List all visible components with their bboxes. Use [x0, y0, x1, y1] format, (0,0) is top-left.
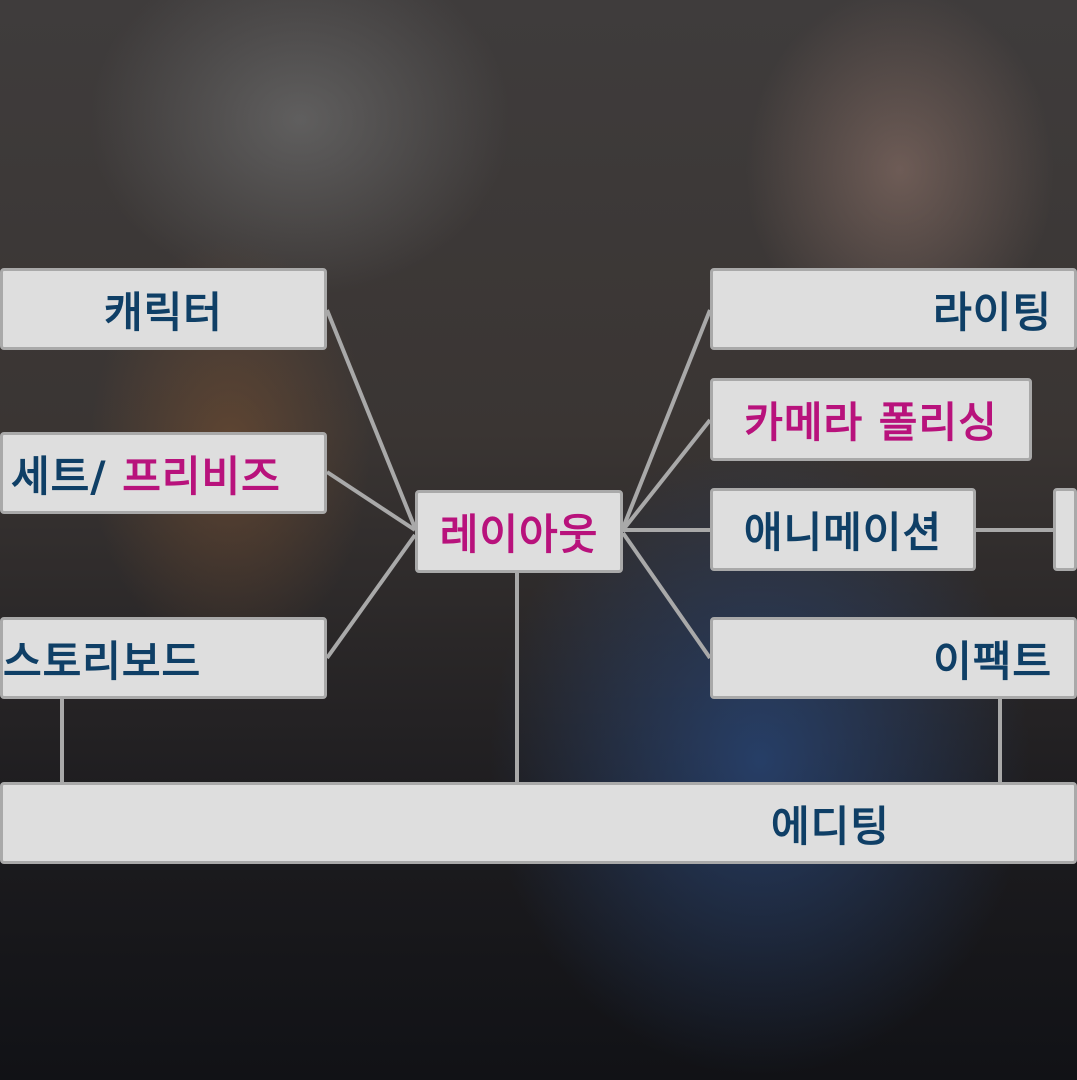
connector-layout-effects — [621, 531, 712, 660]
node-storyboard: 스토리보드 — [0, 617, 327, 699]
node-set-label: 세트/ — [11, 451, 107, 501]
node-camera-polishing: 카메라 폴리싱 — [710, 378, 1032, 461]
node-effects: 이팩트 — [710, 617, 1077, 699]
node-character: 캐릭터 — [0, 268, 327, 350]
connector-character-layout — [325, 309, 417, 529]
node-offscreen — [1053, 488, 1077, 571]
node-effects-label: 이팩트 — [933, 636, 1052, 686]
connector-set-layout — [325, 470, 417, 532]
node-editing: 에디팅 — [0, 782, 1077, 864]
node-animation: 애니메이션 — [710, 488, 976, 571]
node-editing-label: 에디팅 — [771, 801, 890, 851]
node-lighting: 라이팅 — [710, 268, 1077, 350]
connector-layout-camera — [621, 418, 712, 532]
connector-layout-lighting — [621, 309, 712, 529]
connector-storyboard-layout — [325, 533, 417, 660]
node-layout-label: 레이아웃 — [439, 510, 599, 559]
node-animation-label: 애니메이션 — [743, 508, 943, 557]
node-camera-polishing-label: 카메라 폴리싱 — [744, 398, 998, 447]
node-set-previs: 세트/ 프리비즈 — [0, 432, 327, 514]
node-character-label: 캐릭터 — [104, 287, 223, 337]
node-previs-label: 프리비즈 — [122, 451, 281, 501]
node-storyboard-label: 스토리보드 — [3, 636, 202, 686]
node-lighting-label: 라이팅 — [933, 287, 1052, 337]
node-layout: 레이아웃 — [415, 490, 623, 573]
